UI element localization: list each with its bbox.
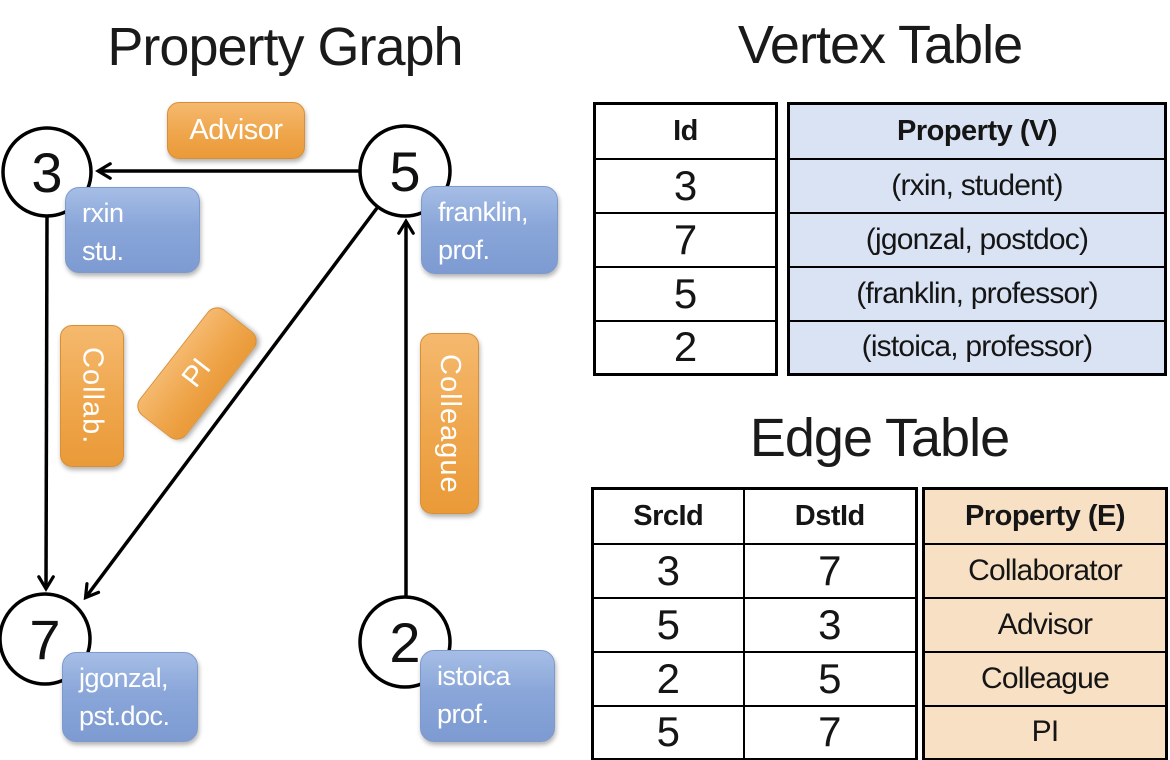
edge-property-cell: Advisor [922,596,1168,653]
vertex-id-cell: 2 [593,319,778,376]
vertex-property-cell: (rxin, student) [787,157,1167,214]
vertex-box-franklin-line1: franklin, [438,197,529,227]
vertex-id-cell: 5 [593,265,778,322]
vertex-property-cell: (jgonzal, postdoc) [787,211,1167,268]
table-row: (jgonzal, postdoc) [787,211,1167,268]
edge-label-colleague-text: Colleague [434,353,466,494]
table-row: 3 7 [591,542,918,599]
edge-table-property-column: Property (E) Collaborator Advisor Collea… [922,487,1168,760]
vertex-id-cell: 3 [593,157,778,214]
vertex-box-franklin-line2: prof. [438,235,490,266]
edge-dst-cell: 7 [742,542,918,599]
vertex-box-rxin: rxin stu. [65,187,200,273]
vertex-table-title: Vertex Table [737,15,1023,75]
table-row: 5 3 [591,596,918,653]
vertex-box-istoica-line2: prof. [437,699,489,730]
edge-table-header-srcid: SrcId [591,487,745,545]
edge-property-cell: Colleague [922,650,1168,707]
edge-src-cell: 5 [591,596,745,653]
edge-pi-5-to-7 [83,206,379,601]
edge-dst-cell: 5 [742,650,918,707]
vertex-table-header-id: Id [593,102,778,160]
table-row: 3 [593,157,778,214]
edge-src-cell: 2 [591,650,745,707]
edge-collaborator-3-to-7 [37,216,55,592]
table-row: PI [922,704,1168,760]
vertex-property-cell: (istoica, professor) [787,319,1167,376]
edge-table-id-columns: SrcId DstId 3 7 5 3 2 5 5 7 [591,487,918,760]
edge-label-collab: Collab. [60,325,124,467]
property-graph-title: Property Graph [107,17,463,77]
edge-label-pi-text: PI [175,352,218,394]
vertex-table-property-column: Property (V) (rxin, student) (jgonzal, p… [787,102,1167,376]
vertex-box-jgonzal-line2: pst.doc. [79,701,170,732]
edge-src-cell: 5 [591,704,745,760]
table-row: 2 [593,319,778,376]
edge-label-collab-text: Collab. [76,347,109,445]
edge-table-header-property: Property (E) [922,487,1168,545]
vertex-property-cell: (franklin, professor) [787,265,1167,322]
node-label-5: 5 [389,139,421,203]
table-row: 7 [593,211,778,268]
vertex-box-istoica: istoica prof. [420,650,555,742]
table-row: (rxin, student) [787,157,1167,214]
vertex-id-cell: 7 [593,211,778,268]
table-row: 5 [593,265,778,322]
edge-dst-cell: 7 [742,704,918,760]
table-row: (franklin, professor) [787,265,1167,322]
vertex-box-rxin-line1: rxin [82,198,124,228]
vertex-table-header-property: Property (V) [787,102,1167,160]
edge-table-title: Edge Table [749,408,1010,468]
vertex-box-rxin-line2: stu. [82,236,124,267]
table-row: Collaborator [922,542,1168,599]
table-row: 5 7 [591,704,918,760]
table-row: Advisor [922,596,1168,653]
table-row: Colleague [922,650,1168,707]
table-row: 2 5 [591,650,918,707]
edge-label-advisor-text: Advisor [189,114,283,146]
vertex-box-franklin: franklin, prof. [421,186,558,274]
edge-dst-cell: 3 [742,596,918,653]
edge-label-advisor: Advisor [167,102,305,159]
vertex-box-istoica-line1: istoica [437,661,511,691]
vertex-table-id-column: Id 3 7 5 2 [593,102,778,376]
edge-label-colleague: Colleague [420,333,479,514]
node-label-7: 7 [29,607,61,671]
vertex-box-jgonzal: jgonzal, pst.doc. [62,652,198,742]
vertex-box-jgonzal-line1: jgonzal, [79,663,169,693]
node-label-2: 2 [389,610,421,674]
property-graph-diagram [0,124,452,689]
edge-table-header-dstid: DstId [742,487,918,545]
table-row: (istoica, professor) [787,319,1167,376]
node-label-3: 3 [31,140,63,204]
edge-property-cell: Collaborator [922,542,1168,599]
edge-src-cell: 3 [591,542,745,599]
edge-property-cell: PI [922,704,1168,760]
